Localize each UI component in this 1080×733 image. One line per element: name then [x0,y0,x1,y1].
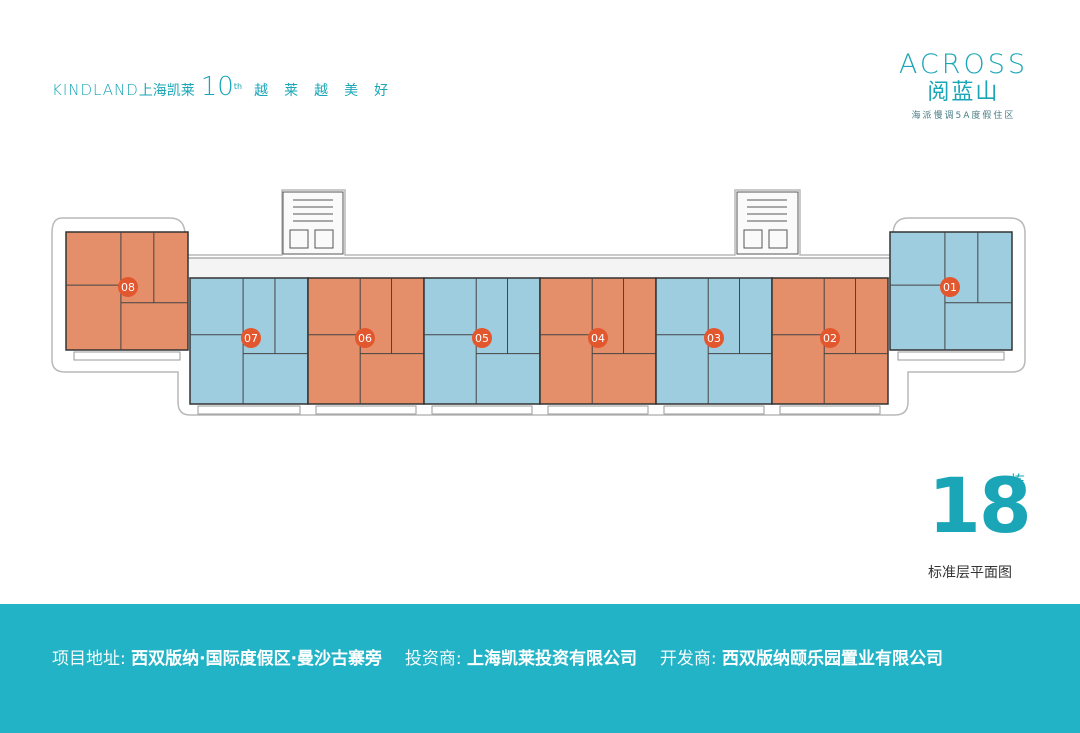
unit-number: 08 [121,281,135,294]
brand-name-en: KINDLAND [52,81,139,99]
address-label: 项目地址: [52,649,126,669]
brand-header: KINDLAND 上海凯莱 10 th 越莱越美好 [52,72,404,102]
brand-name-cn: 上海凯莱 [138,83,195,99]
unit-marker-03: 03 [704,328,724,348]
unit-marker-04: 04 [588,328,608,348]
corridor [184,257,894,279]
building-number: 18 [928,461,1032,550]
unit-marker-01: 01 [940,277,960,297]
unit-number: 04 [591,332,605,345]
unit-marker-02: 02 [820,328,840,348]
unit-05 [423,277,541,415]
footer-banner: 项目地址: 西双版纳·国际度假区·曼沙古寨旁 投资商: 上海凯莱投资有限公司 开… [0,604,1080,733]
unit-marker-06: 06 [355,328,375,348]
unit-number: 02 [823,332,837,345]
address-value: 西双版纳·国际度假区·曼沙古寨旁 [131,649,383,669]
unit-number: 06 [358,332,372,345]
unit-number: 03 [707,332,721,345]
stair-core-right [736,191,799,255]
unit-number: 01 [943,281,957,294]
brand-slogan: 越莱越美好 [254,83,405,99]
anniversary-sup: th [233,82,243,91]
project-tagline: 海派慢调5A度假住区 [911,111,1016,121]
unit-number: 05 [475,332,489,345]
project-logo: ACROSS 阅蓝山 海派慢调5A度假住区 [898,49,1028,122]
unit-marker-07: 07 [241,328,261,348]
building-label: 18 栋 标准层平面图 [928,461,1032,582]
plan-subtitle: 标准层平面图 [928,565,1012,581]
unit-marker-08: 08 [118,277,138,297]
stair-core-left [282,191,344,255]
developer-label: 开发商: [659,649,717,669]
developer-value: 西双版纳颐乐园置业有限公司 [721,649,943,669]
footer-info: 项目地址: 西双版纳·国际度假区·曼沙古寨旁 投资商: 上海凯莱投资有限公司 开… [52,644,943,669]
unit-number: 07 [244,332,258,345]
investor-value: 上海凯莱投资有限公司 [467,649,638,669]
project-name-en: ACROSS [898,49,1028,80]
anniversary-number: 10 [200,72,234,102]
floor-plan: 08 07 06 05 04 03 02 01 [51,189,1026,416]
project-name-cn: 阅蓝山 [927,80,1000,105]
building-unit: 栋 [1010,472,1026,490]
unit-marker-05: 05 [472,328,492,348]
investor-label: 投资商: [404,649,462,669]
